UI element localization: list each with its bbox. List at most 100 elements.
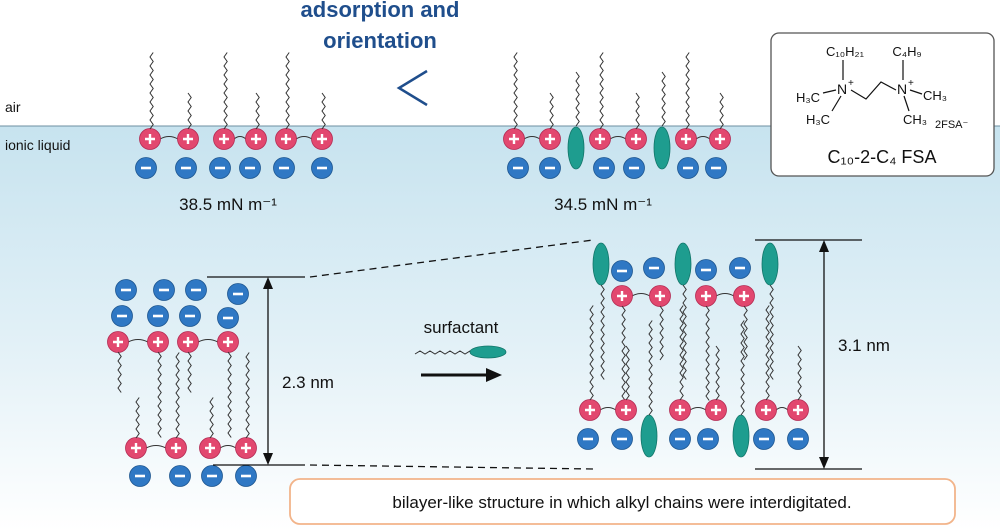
- alkyl-chain: [661, 71, 666, 127]
- surfactant-molecule: [640, 414, 658, 458]
- plus-icon: [617, 291, 627, 301]
- alkyl-chain: [679, 305, 684, 401]
- plus-icon: [701, 291, 711, 301]
- surface-tension-right: 34.5 mN m⁻¹: [554, 195, 652, 214]
- structure-decyl-label: C₁₀H₂₁: [826, 44, 865, 59]
- monolayer-38-5: [135, 52, 333, 179]
- alkyl-chain: [648, 320, 653, 416]
- bond: [909, 89, 923, 95]
- spacing-2-3-nm: 2.3 nm: [207, 276, 334, 466]
- plus-icon: [281, 134, 291, 144]
- alkyl-chain: [589, 305, 594, 401]
- alkyl-chain: [513, 52, 518, 130]
- plus-icon: [113, 337, 123, 347]
- caption-box: [289, 478, 956, 525]
- plus-icon: [131, 443, 141, 453]
- arrow-right-icon: [486, 368, 502, 382]
- plus-icon: [509, 134, 519, 144]
- charge-left: +: [848, 78, 854, 89]
- air-label: air: [5, 99, 21, 115]
- spacer-link: [233, 136, 247, 140]
- spacing-2-3-label: 2.3 nm: [282, 373, 334, 392]
- methyl-right-b: CH₃: [903, 112, 927, 127]
- surfactant-tail: [414, 350, 481, 355]
- spacer-link: [523, 136, 541, 140]
- plus-icon: [223, 337, 233, 347]
- ethylene-spacer: [850, 81, 897, 100]
- alkyl-chain: [625, 345, 630, 401]
- spacer-link: [295, 136, 313, 140]
- nitrogen-right: N: [897, 81, 907, 97]
- ionic-liquid-region: [0, 126, 1000, 531]
- alkyl-chain: [743, 305, 748, 361]
- spacer-link: [145, 445, 167, 449]
- plus-icon: [205, 443, 215, 453]
- alkyl-chain: [223, 52, 228, 130]
- alkyl-chain: [549, 92, 554, 130]
- plus-icon: [219, 134, 229, 144]
- arrowhead-up-icon: [819, 240, 829, 252]
- plus-icon: [153, 337, 163, 347]
- alkyl-chain: [769, 284, 774, 380]
- plus-icon: [145, 134, 155, 144]
- spacing-3-1-nm: 3.1 nm: [755, 239, 890, 470]
- heading-line-2: orientation: [323, 28, 437, 53]
- plus-icon: [241, 443, 251, 453]
- plus-icon: [183, 134, 193, 144]
- plus-icon: [675, 405, 685, 415]
- bond: [822, 89, 837, 94]
- alkyl-chain: [599, 52, 604, 130]
- spacer-link: [689, 407, 707, 411]
- heading-line-1: adsorption and: [301, 0, 460, 22]
- alkyl-chain: [175, 352, 180, 439]
- alkyl-chain: [715, 345, 720, 401]
- spacer-link: [609, 136, 627, 140]
- arrowhead-up-icon: [263, 277, 273, 289]
- spacer-link: [127, 339, 149, 343]
- alkyl-chain: [797, 345, 802, 401]
- charge-right: +: [908, 78, 914, 89]
- plus-icon: [793, 405, 803, 415]
- plus-icon: [545, 134, 555, 144]
- alkyl-chain: [117, 351, 122, 393]
- bilayer-3-1-nm: [577, 242, 809, 458]
- surfactant-molecule: [567, 126, 585, 170]
- plus-icon: [251, 134, 261, 144]
- spacer-link: [159, 136, 179, 140]
- structure-butyl-label: C₄H₉: [892, 44, 921, 59]
- surfactant-molecule: [674, 242, 692, 286]
- surfactant-molecule: [592, 242, 610, 286]
- surfactant-molecule: [653, 126, 671, 170]
- alkyl-chain: [659, 305, 664, 361]
- alkyl-chain: [765, 305, 770, 401]
- plus-icon: [631, 134, 641, 144]
- structure-box: C₁₀H₂₁ C₄H₉ N + N + H₃C H₃C CH₃ CH₃ 2FSA…: [770, 32, 995, 177]
- alkyl-chain: [685, 52, 690, 130]
- plus-icon: [739, 291, 749, 301]
- alkyl-chain: [255, 92, 260, 130]
- spacing-3-1-label: 3.1 nm: [838, 336, 890, 355]
- plus-icon: [655, 291, 665, 301]
- alkyl-chain: [740, 320, 745, 416]
- bond: [903, 95, 910, 112]
- alkyl-chain: [187, 92, 192, 130]
- plus-icon: [183, 337, 193, 347]
- plus-icon: [761, 405, 771, 415]
- alkyl-chain: [135, 397, 140, 439]
- surfactant-molecule: [761, 242, 779, 286]
- alkyl-chain: [575, 71, 580, 127]
- less-than-icon: [396, 69, 428, 107]
- structure-box-frame: [770, 32, 995, 177]
- arrowhead-down-icon: [819, 457, 829, 469]
- surfactant-label: surfactant: [424, 318, 499, 337]
- alkyl-chain: [635, 92, 640, 130]
- alkyl-chain: [209, 397, 214, 439]
- alkyl-chain: [600, 284, 605, 380]
- plus-icon: [595, 134, 605, 144]
- spacer-link: [775, 407, 789, 411]
- alkyl-chain: [149, 52, 154, 130]
- spacer-link: [631, 293, 651, 297]
- surface-tension-left: 38.5 mN m⁻¹: [179, 195, 277, 214]
- methyl-left-a: H₃C: [796, 90, 820, 105]
- bond: [831, 95, 842, 112]
